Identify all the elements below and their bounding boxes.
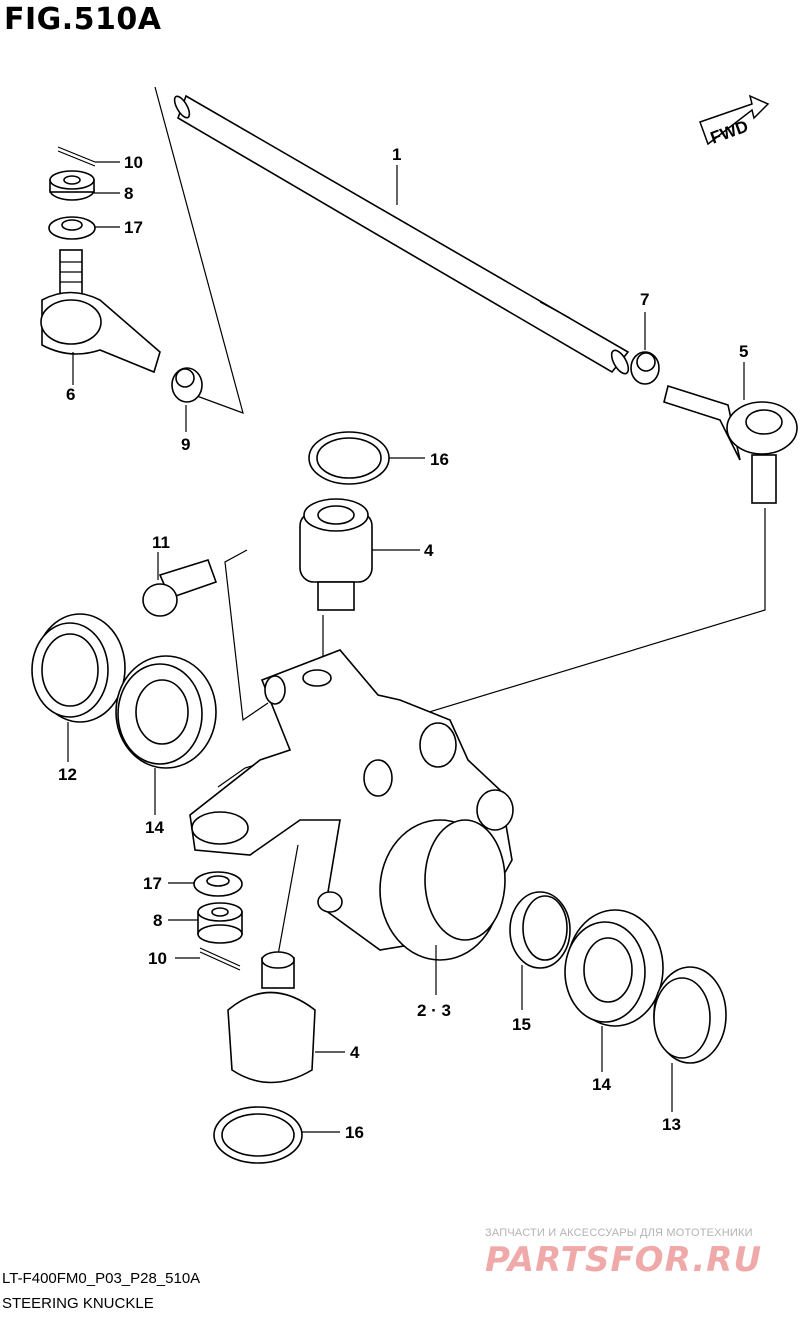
tie-rod-end-right: [663, 384, 798, 504]
callout-9: 9: [181, 435, 190, 454]
callout-16-top: 16: [430, 450, 449, 469]
circlip-top: [308, 431, 390, 485]
watermark-logo: PARTSFOR.RU: [485, 1240, 763, 1280]
castle-nut-top: [49, 170, 95, 201]
callout-10-lower: 10: [148, 949, 167, 968]
callout-1: 1: [392, 145, 401, 164]
fwd-arrow-icon: FWD: [699, 94, 770, 148]
callout-14-left: 14: [145, 818, 164, 837]
callout-14-right: 14: [592, 1075, 611, 1094]
castle-nut-lower: [197, 902, 243, 944]
bolt: [142, 559, 218, 617]
callout-17-top: 17: [124, 218, 143, 237]
ball-joint-lower: [227, 951, 316, 1084]
callout-12: 12: [58, 765, 77, 784]
callout-8-lower: 8: [153, 911, 162, 930]
oil-seal-right: [653, 966, 727, 1064]
assembly-line-lower: [277, 844, 299, 956]
cotter-pin-top: [57, 146, 96, 167]
ball-joint-top: [299, 498, 373, 611]
assembly-line-right: [217, 508, 766, 788]
callout-4-top: 4: [424, 541, 434, 560]
callout-17-lower: 17: [143, 874, 162, 893]
assembly-line-left: [154, 86, 244, 414]
bearing-left: [115, 655, 217, 769]
washer-lower: [193, 871, 243, 897]
watermark-tagline: ЗАПЧАСТИ И АКСЕССУАРЫ ДЛЯ МОТОТЕХНИКИ: [485, 1227, 753, 1239]
leader-lines: [67, 161, 745, 1133]
callout-15: 15: [512, 1015, 531, 1034]
callout-11: 11: [152, 533, 170, 552]
assembly-line-bolt: [224, 549, 269, 722]
callout-13: 13: [662, 1115, 681, 1134]
callout-8-top: 8: [124, 184, 133, 203]
steering-knuckle: [189, 649, 514, 961]
washer-top: [48, 216, 96, 240]
nut-right: [630, 351, 660, 385]
figure-title: FIG.510A: [4, 2, 162, 37]
callout-7: 7: [640, 290, 649, 309]
model-code: LT-F400FM0_P03_P28_510A: [2, 1270, 201, 1287]
figure-caption: STEERING KNUCKLE: [2, 1295, 154, 1312]
callout-5: 5: [739, 342, 748, 361]
callout-6: 6: [66, 385, 75, 404]
oil-seal-left: [31, 613, 126, 723]
spacer: [509, 891, 571, 969]
callout-2-3: 2 · 3: [417, 1001, 451, 1020]
tie-rod-end-left: [40, 249, 161, 374]
cotter-pin-lower: [199, 947, 241, 971]
bearing-right: [564, 909, 664, 1027]
circlip-lower: [213, 1106, 303, 1164]
tie-rod: [173, 94, 630, 375]
callout-10-top: 10: [124, 153, 143, 172]
callout-4-lower: 4: [350, 1043, 360, 1062]
nut-left: [171, 367, 203, 403]
callout-16-lower: 16: [345, 1123, 364, 1142]
